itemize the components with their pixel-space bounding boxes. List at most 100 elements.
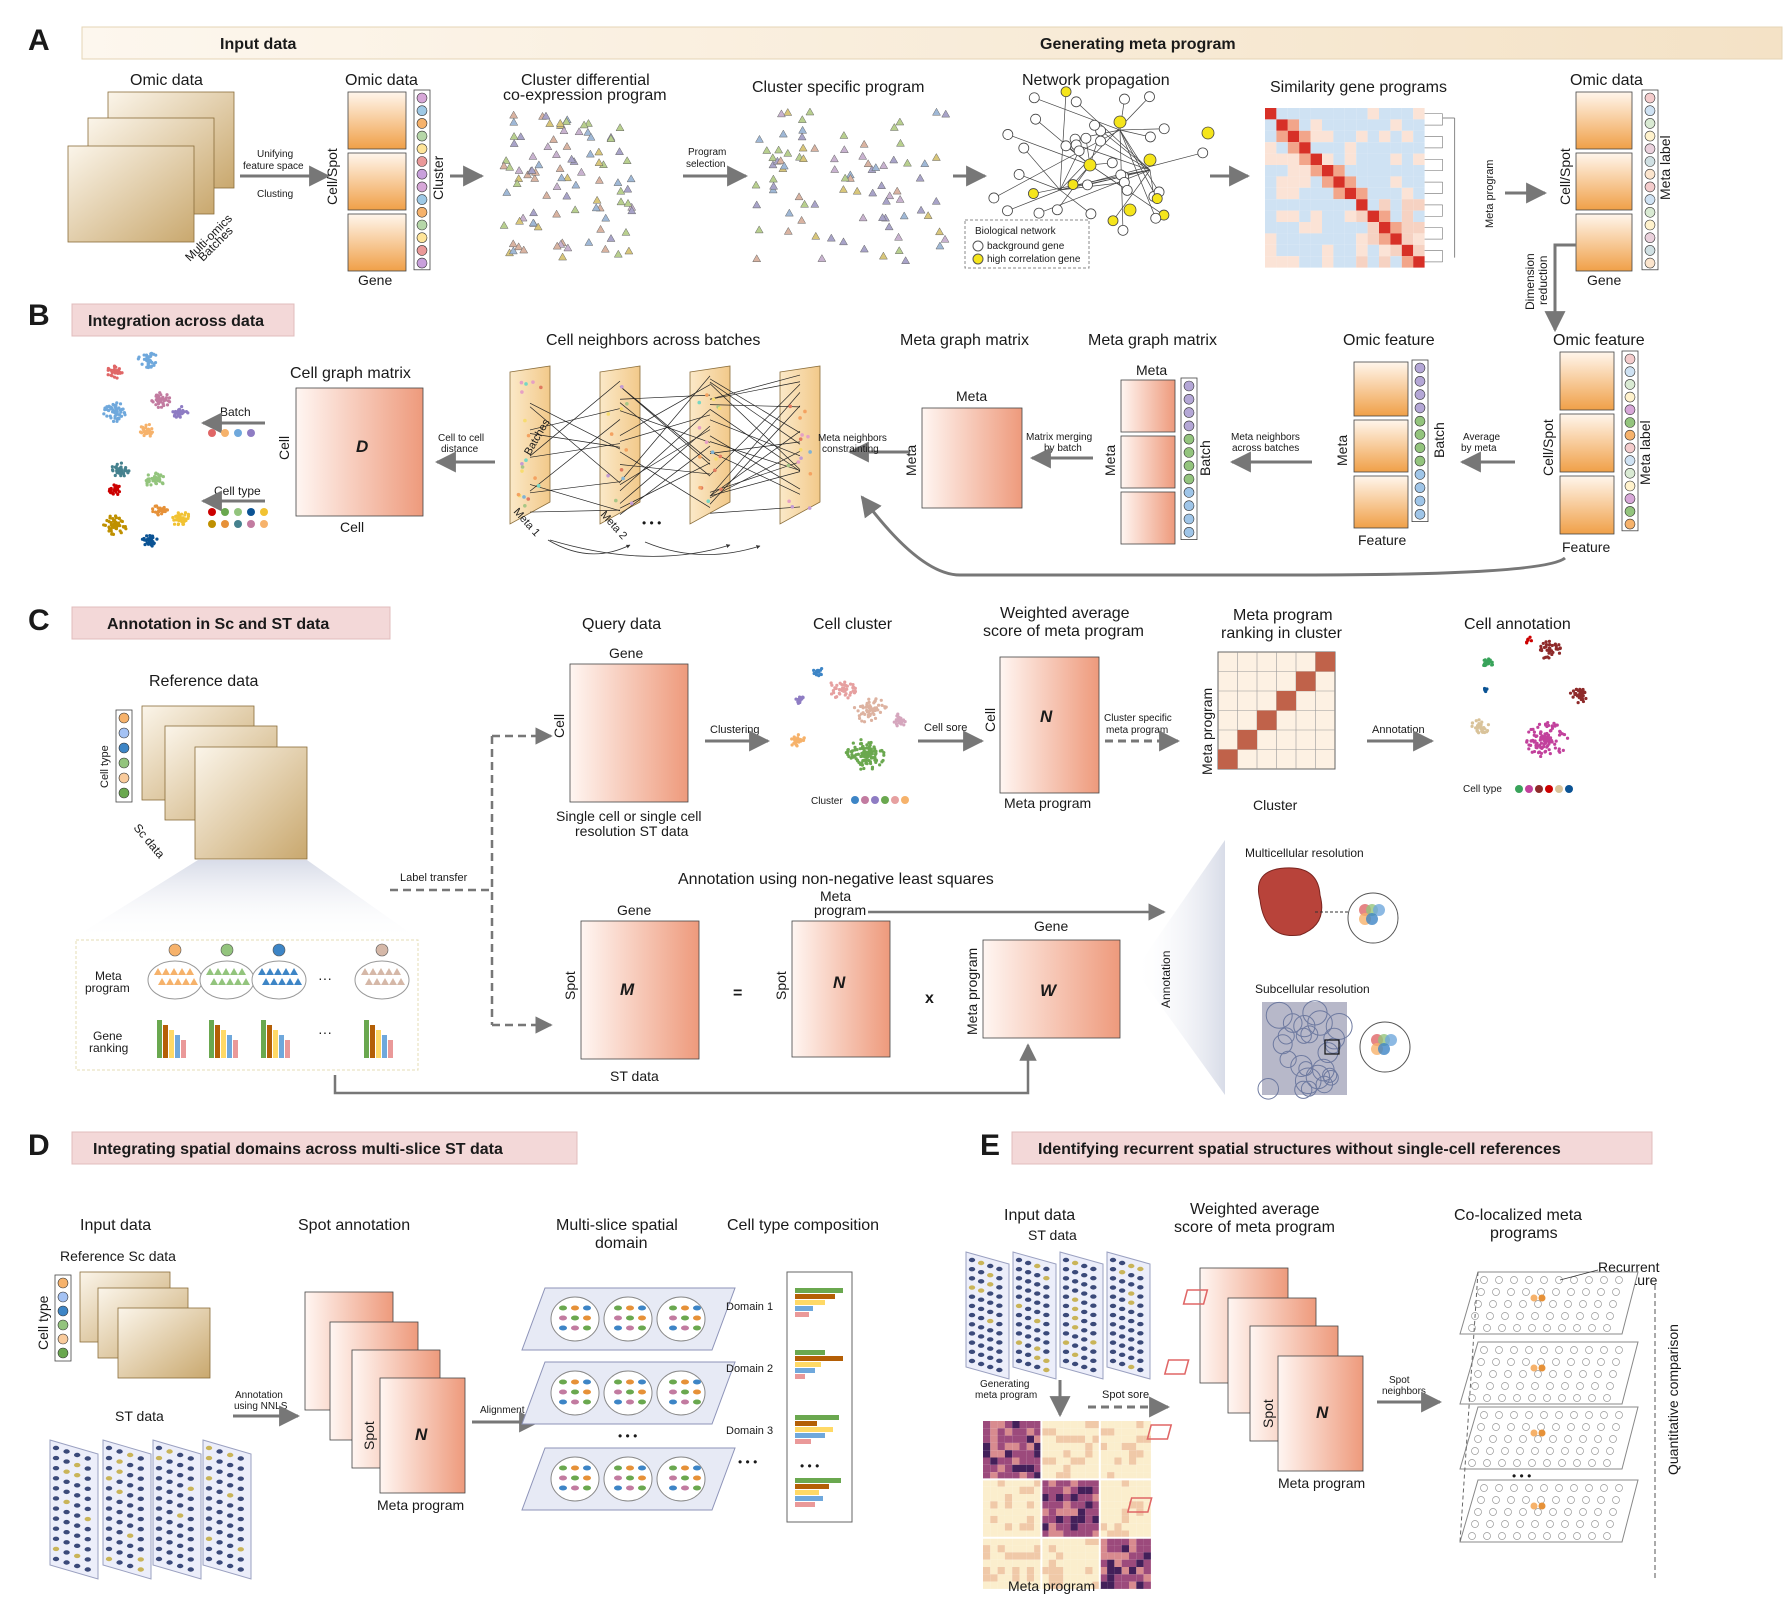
st-spot: [105, 1455, 113, 1461]
ranking-y-label: Meta program: [1199, 688, 1215, 775]
grid-spot: [1507, 1423, 1515, 1431]
heatmap-cell: [1114, 1545, 1122, 1553]
legend-dot: [247, 429, 255, 437]
heatmap-cell: [1099, 1559, 1108, 1567]
histology-gland: [1279, 1050, 1297, 1068]
st-spot: [1128, 1282, 1135, 1287]
network-node: [1144, 131, 1156, 143]
cluster-legend-label: Cluster: [811, 796, 843, 807]
heatmap-cell: [1034, 1486, 1042, 1494]
st-spot: [1137, 1266, 1144, 1272]
umap-point: [115, 401, 119, 405]
heatmap-cell: [990, 1428, 998, 1436]
cell-icon: [272, 943, 286, 957]
grid-spot: [1516, 1382, 1524, 1390]
heatmap-cell: [1136, 1537, 1144, 1546]
umap-point: [142, 357, 147, 361]
umap-point: [801, 695, 805, 699]
heatmap-cell: [1356, 165, 1368, 177]
umap-point: [115, 462, 119, 466]
cell-point: [524, 382, 528, 386]
umap-point: [1529, 739, 1533, 743]
heatmap-cell: [1401, 142, 1414, 154]
label-dot: [1624, 518, 1636, 530]
cell-point: [808, 471, 813, 476]
triangle-point: [859, 139, 869, 148]
label-dot: [416, 156, 428, 167]
heatmap-cell: [1077, 1428, 1086, 1436]
heatmap-cell: [1041, 1508, 1049, 1516]
heatmap-cell: [1063, 1545, 1071, 1553]
st-spot: [237, 1557, 244, 1562]
st-spot: [237, 1466, 244, 1471]
heatmap-cell: [1143, 1442, 1151, 1451]
grid-spot: [1471, 1447, 1479, 1455]
heatmap-cell: [990, 1479, 998, 1487]
umap-point: [882, 751, 886, 755]
label-dot: [57, 1347, 69, 1359]
st-spot: [1015, 1276, 1023, 1281]
umap-point: [845, 684, 849, 688]
ranking-bar: [267, 1025, 272, 1058]
heatmap-cell: [1107, 1421, 1115, 1429]
heatmap-cell: [1276, 119, 1288, 131]
ranking-bar: [227, 1035, 232, 1058]
heatmap-cell: [1413, 119, 1425, 131]
st-spot: [187, 1547, 194, 1552]
label-transfer-paths: [390, 734, 548, 1027]
heatmap-cell: [1143, 1537, 1151, 1546]
heatmap-cell: [1048, 1472, 1056, 1480]
umap-point: [1534, 743, 1538, 747]
heatmap-cell: [1356, 176, 1368, 188]
grid-spot: [1591, 1382, 1599, 1390]
umap-point: [1537, 722, 1542, 726]
heatmap-cell: [1299, 199, 1311, 211]
grid-spot: [1513, 1459, 1521, 1467]
triangle-point: [915, 173, 925, 182]
triangle-point: [903, 158, 912, 167]
umap-point: [1561, 748, 1565, 752]
st-spot: [1118, 1269, 1126, 1275]
st-spot: [1081, 1328, 1088, 1333]
cell-icon: [375, 943, 389, 957]
heatmap-cell: [1136, 1574, 1144, 1582]
neighbor-link: [529, 484, 621, 512]
grid-spot: [1573, 1532, 1581, 1540]
heatmap-cell: [1026, 1442, 1035, 1451]
umap-point: [117, 490, 122, 494]
st-spot: [52, 1465, 60, 1471]
unifying-label: Unifying: [257, 149, 293, 160]
grid-spot: [1597, 1423, 1605, 1431]
grid-spot: [1567, 1496, 1575, 1504]
heatmap-cell: [1265, 130, 1277, 143]
panel-c-title: Annotation in Sc and ST data: [107, 616, 329, 633]
heatmap-cell: [1114, 1442, 1122, 1451]
heatmap-cell: [1136, 1435, 1144, 1443]
grid-spot: [1522, 1358, 1530, 1366]
colocalized-spot: [1538, 1294, 1546, 1302]
omic-data-title-2: Omic data: [345, 72, 418, 89]
heatmap-cell: [1322, 165, 1334, 177]
heatmap-cell: [1356, 233, 1368, 245]
heatmap-cell: [1310, 187, 1322, 200]
triangle-point: [555, 118, 565, 127]
heatmap-cell: [997, 1435, 1005, 1443]
st-spot: [1024, 1343, 1032, 1348]
label-dot: [57, 1319, 69, 1331]
heatmap-cell: [1367, 210, 1379, 222]
st-spot: [1137, 1331, 1144, 1336]
heatmap-cell: [1070, 1486, 1078, 1494]
triangle-point: [752, 254, 762, 263]
heatmap-cell: [1077, 1537, 1086, 1546]
matrix-w-label: W: [1040, 981, 1058, 1000]
umap-point: [852, 685, 856, 690]
label-dot: [1183, 407, 1195, 418]
umap-point: [1534, 734, 1538, 739]
grid-spot: [1615, 1346, 1623, 1354]
program-triangle: [214, 968, 222, 975]
st-spot: [1071, 1297, 1079, 1302]
st-spot: [187, 1506, 194, 1512]
heatmap-cell: [1121, 1457, 1129, 1465]
nnls-gene-2: Gene: [1034, 918, 1068, 934]
heatmap-cell: [1034, 1442, 1042, 1451]
